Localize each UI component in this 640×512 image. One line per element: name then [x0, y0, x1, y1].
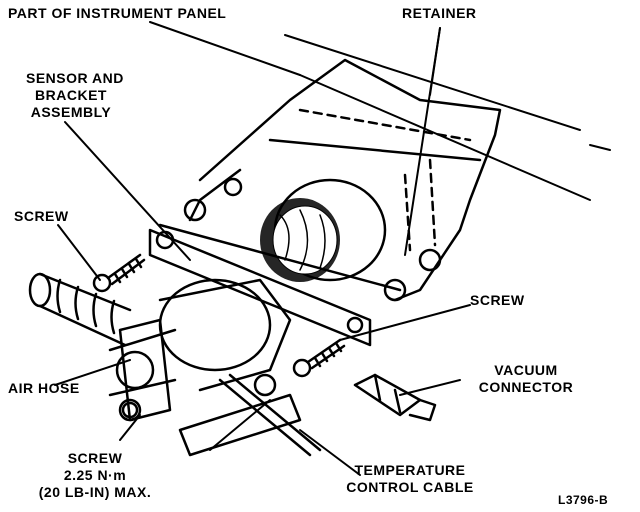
figure-code: L3796-B	[558, 493, 609, 507]
leader-lines	[54, 27, 471, 476]
label-sensor-line3: ASSEMBLY	[30, 104, 112, 120]
screw-left-icon	[92, 253, 146, 293]
vacuum-connector-icon	[353, 373, 437, 422]
label-retainer: RETAINER	[402, 5, 477, 21]
sensor-drum	[260, 178, 387, 282]
label-instrument-panel: PART OF INSTRUMENT PANEL	[8, 5, 227, 21]
label-sensor-line2: BRACKET	[35, 87, 107, 103]
label-screw-bottom-line1: SCREW	[67, 450, 123, 466]
label-screw-bottom-line3: (20 LB-IN) MAX.	[38, 484, 152, 500]
label-sensor-line1: SENSOR AND	[26, 70, 124, 86]
retainer-posts	[183, 177, 442, 302]
label-screw-right: SCREW	[470, 292, 525, 308]
air-hose	[28, 272, 132, 347]
aspirator-housing	[108, 278, 292, 422]
label-air-hose: AIR HOSE	[8, 380, 80, 396]
label-screw-left: SCREW	[14, 208, 69, 224]
label-vacuum-line2: CONNECTOR	[478, 379, 574, 395]
instrument-panel-edge	[149, 21, 611, 201]
screw-bottom-icon	[121, 401, 139, 419]
temp-cable-clamp	[178, 373, 322, 457]
label-vacuum-line1: VACUUM	[494, 362, 558, 378]
label-temp-line1: TEMPERATURE	[354, 462, 466, 478]
screw-right-icon	[292, 338, 346, 378]
label-temp-line2: CONTROL CABLE	[346, 479, 474, 495]
label-screw-bottom-line2: 2.25 N·m	[63, 467, 127, 483]
